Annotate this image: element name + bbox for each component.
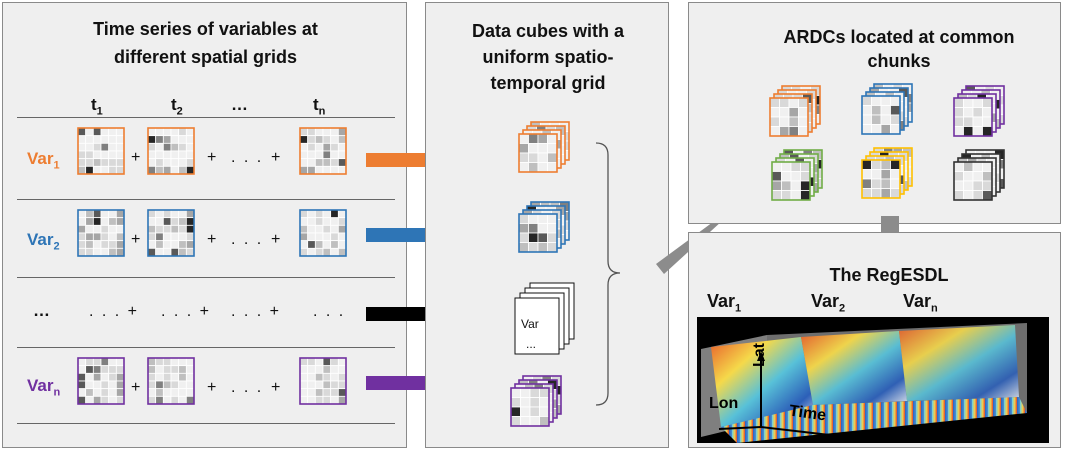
ardc-cube-blue <box>861 83 921 148</box>
row-label-var1: Var1 <box>27 149 60 172</box>
ardc-cube-orange <box>769 85 829 150</box>
generic-cube-label: Var <box>521 317 539 331</box>
plus-sign: + <box>271 379 281 396</box>
grid-matrix <box>147 357 195 410</box>
cube-svg <box>953 149 1005 201</box>
grid-matrix-svg <box>147 357 195 405</box>
cube-svg <box>861 83 913 135</box>
grid-matrix-svg <box>299 209 347 257</box>
middle-panel-title-2: uniform spatio- <box>482 47 614 67</box>
generic-cube-ellipsis: ... <box>526 337 537 351</box>
row-label-var2: Var2 <box>27 230 60 253</box>
plus-sign: + <box>271 149 281 166</box>
cube-svg <box>861 147 913 199</box>
ellipsis-plus: . . . + <box>231 303 282 320</box>
plus-sign: + <box>131 149 141 166</box>
grid-matrix <box>77 127 125 180</box>
grid-matrix <box>77 357 125 410</box>
time-header-n: tn <box>313 95 326 118</box>
middle-panel-title-1: Data cubes with a <box>471 21 625 41</box>
grid-matrix-svg <box>77 357 125 405</box>
row-label-varn: Varn <box>27 376 61 399</box>
axis-label-lon: Lon <box>709 395 739 412</box>
grid-matrix <box>299 127 347 180</box>
left-panel: Time series of variables at different sp… <box>2 2 407 448</box>
time-header-2: t2 <box>171 95 183 118</box>
grid-matrix <box>299 209 347 262</box>
cube-svg <box>518 121 570 173</box>
grid-matrix-svg <box>147 209 195 257</box>
grid-matrix <box>147 127 195 180</box>
ardc-cube-yellow <box>861 147 921 212</box>
ellipsis: . . . <box>231 231 264 248</box>
grid-matrix <box>77 209 125 262</box>
grouping-bracket <box>595 142 621 406</box>
data-cube-varn <box>510 375 570 440</box>
regesdl-var2-label: Var2 <box>811 291 846 315</box>
left-panel-title-2: different spatial grids <box>113 47 298 67</box>
ardc-cube-green <box>771 149 831 214</box>
regesdl-varn-label: Varn <box>903 291 938 315</box>
ellipsis-plus: . . . + <box>161 303 212 320</box>
regesdl-datacube-visual <box>697 317 1049 443</box>
middle-panel-title-3: temporal grid <box>490 73 606 93</box>
ardc-cube-purple <box>953 85 1013 150</box>
middle-panel: Data cubes with a uniform spatio- tempor… <box>425 2 669 448</box>
row-separator <box>17 277 395 278</box>
ardc-panel-title-2: chunks <box>867 51 931 71</box>
grid-matrix <box>147 209 195 262</box>
ellipsis: . . . <box>231 379 264 396</box>
left-panel-title-1: Time series of variables at <box>93 19 318 39</box>
grid-matrix-svg <box>299 127 347 175</box>
axis-label-lat: Lat <box>751 343 768 367</box>
cube-svg <box>771 149 823 201</box>
ardc-panel: ARDCs located at common chunks <box>688 2 1061 224</box>
data-cube-var2 <box>518 201 578 266</box>
regesdl-panel: The RegESDL Var1 Var2 Varn <box>688 232 1061 448</box>
plus-sign: + <box>131 379 141 396</box>
grid-matrix-svg <box>77 127 125 175</box>
plus-sign: + <box>131 231 141 248</box>
plus-sign: + <box>207 379 217 396</box>
cube-svg <box>518 201 570 253</box>
plus-sign: + <box>271 231 281 248</box>
cube-svg <box>769 85 821 137</box>
regesdl-var1-label: Var1 <box>707 291 742 315</box>
cube-svg <box>953 85 1005 137</box>
row-separator <box>17 423 395 424</box>
row-separator <box>17 199 395 200</box>
grid-matrix-svg <box>77 209 125 257</box>
row-separator <box>17 347 395 348</box>
ardc-panel-title-1: ARDCs located at common <box>783 27 1015 47</box>
ardc-cube-black <box>953 149 1013 214</box>
time-header-1: t1 <box>91 95 103 118</box>
row-separator <box>17 117 395 118</box>
ellipsis: . . . <box>313 303 346 320</box>
time-header-ellipsis: … <box>231 95 252 114</box>
data-cube-var1 <box>518 121 578 186</box>
grid-matrix <box>299 357 347 410</box>
grid-matrix-svg <box>299 357 347 405</box>
row-label-ellipsis: … <box>33 301 53 320</box>
cube-svg <box>510 375 562 427</box>
plus-sign: + <box>207 231 217 248</box>
ellipsis: . . . <box>231 149 264 166</box>
grid-matrix-svg <box>147 127 195 175</box>
ellipsis-plus: . . . + <box>89 303 140 320</box>
plus-sign: + <box>207 149 217 166</box>
regesdl-title: The RegESDL <box>829 265 949 285</box>
data-cube-generic <box>514 282 575 355</box>
